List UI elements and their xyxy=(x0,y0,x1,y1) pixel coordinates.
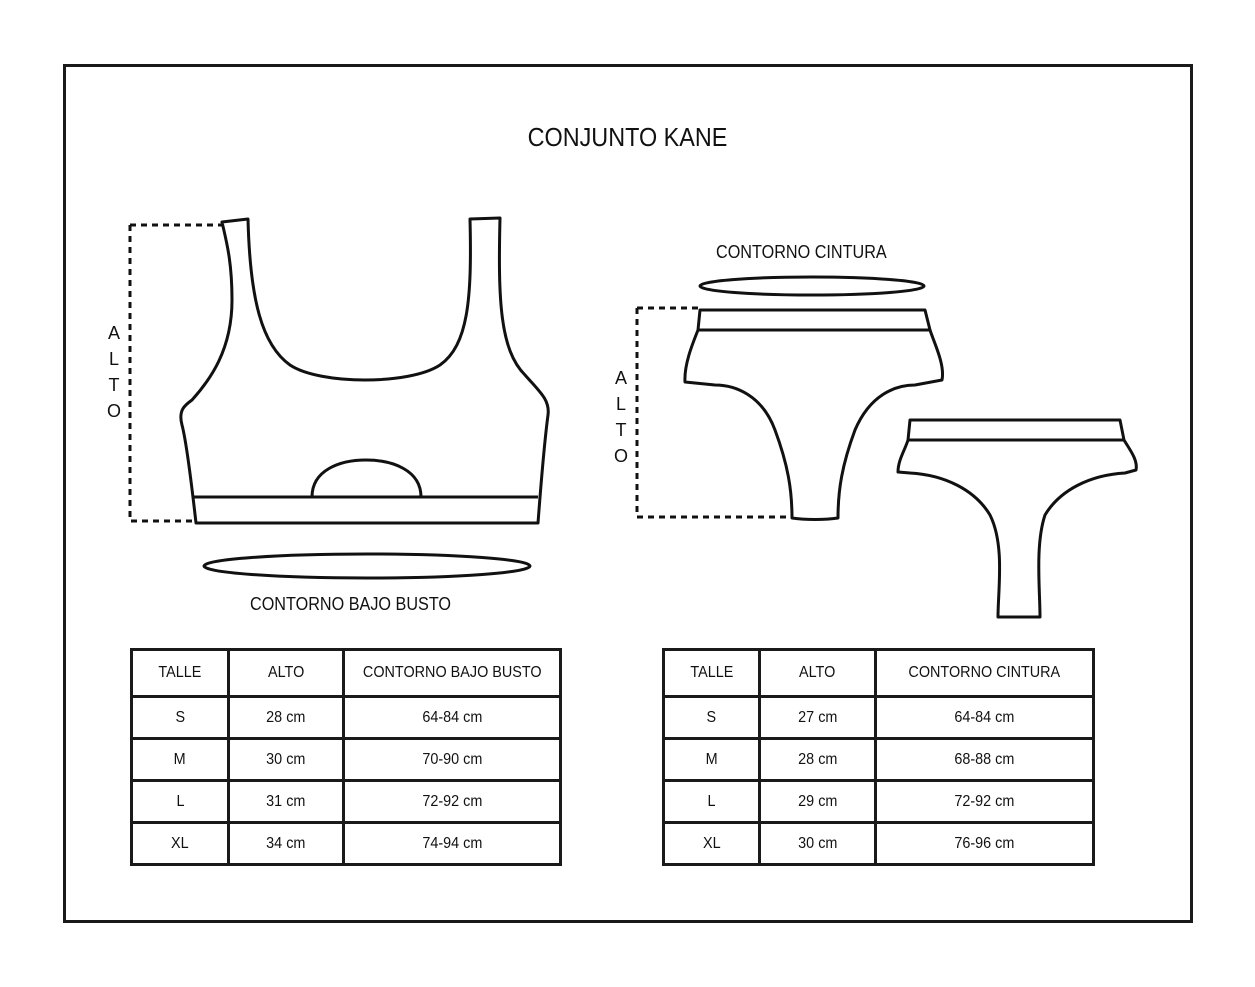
table-cell: 28 cm xyxy=(758,737,877,782)
thong-illustration xyxy=(896,418,1138,619)
cell-text: L xyxy=(175,792,185,810)
cell-text: ALTO xyxy=(267,664,305,681)
cell-text: 64-84 cm xyxy=(421,708,483,726)
cell-text: 29 cm xyxy=(797,792,838,810)
cell-text: CONTORNO CINTURA xyxy=(908,664,1061,681)
table-cell: 68-88 cm xyxy=(874,737,1095,782)
table-cell: 28 cm xyxy=(227,695,345,740)
table-header-row: TALLE ALTO CONTORNO CINTURA xyxy=(662,648,1095,698)
table-cell: 29 cm xyxy=(758,779,877,824)
table-header-cell: ALTO xyxy=(227,648,345,698)
table-cell: 27 cm xyxy=(758,695,877,740)
table-cell: 64-84 cm xyxy=(342,695,562,740)
cell-text: 74-94 cm xyxy=(421,834,483,852)
cell-text: XL xyxy=(171,834,189,852)
table-header-cell: ALTO xyxy=(758,648,877,698)
table-cell: XL xyxy=(662,821,761,866)
cell-text: S xyxy=(175,708,185,726)
cell-text: 72-92 cm xyxy=(421,792,483,810)
table-cell: L xyxy=(130,779,230,824)
waist-ellipse xyxy=(698,275,926,297)
brief-illustration xyxy=(635,275,945,521)
table-header-cell: TALLE xyxy=(130,648,230,698)
table-row: XL 34 cm 74-94 cm xyxy=(130,821,562,866)
table-row: S 28 cm 64-84 cm xyxy=(130,695,562,740)
bra-top-illustration xyxy=(128,216,550,580)
table-cell: S xyxy=(130,695,230,740)
cell-text: ALTO xyxy=(799,664,836,681)
cell-text: 30 cm xyxy=(797,834,838,852)
underbust-ellipse xyxy=(202,552,532,580)
page-title: CONJUNTO KANE xyxy=(527,122,728,152)
table-row: S 27 cm 64-84 cm xyxy=(662,695,1095,740)
cell-text: L xyxy=(707,792,716,810)
height-dimension-line xyxy=(128,223,222,523)
table-cell: M xyxy=(130,737,230,782)
table-cell: L xyxy=(662,779,761,824)
top-size-table: TALLE ALTO CONTORNO BAJO BUSTO S 28 cm 64-84 … xyxy=(130,648,562,866)
cell-text: M xyxy=(705,750,718,768)
cell-text: S xyxy=(706,708,717,726)
table-cell: XL xyxy=(130,821,230,866)
cell-text: 27 cm xyxy=(797,708,838,726)
table-row: L 31 cm 72-92 cm xyxy=(130,779,562,824)
cell-text: 34 cm xyxy=(266,834,306,852)
table-cell: 31 cm xyxy=(227,779,345,824)
table-header-cell: CONTORNO BAJO BUSTO xyxy=(342,648,562,698)
cell-text: 68-88 cm xyxy=(954,750,1015,768)
cell-text: 70-90 cm xyxy=(421,750,483,768)
cell-text: 28 cm xyxy=(797,750,838,768)
table-row: L 29 cm 72-92 cm xyxy=(662,779,1095,824)
cell-text: 76-96 cm xyxy=(954,834,1015,852)
chart-frame xyxy=(63,64,1193,923)
bottom-size-table: TALLE ALTO CONTORNO CINTURA S 27 cm 64-84 cm M… xyxy=(662,648,1095,866)
waist-label: CONTORNO CINTURA xyxy=(716,242,887,262)
table-row: M 30 cm 70-90 cm xyxy=(130,737,562,782)
table-cell: 76-96 cm xyxy=(874,821,1095,866)
table-cell: 72-92 cm xyxy=(342,779,562,824)
table-cell: 34 cm xyxy=(227,821,345,866)
cell-text: 72-92 cm xyxy=(954,792,1015,810)
table-cell: M xyxy=(662,737,761,782)
cell-text: CONTORNO BAJO BUSTO xyxy=(362,664,542,681)
table-cell: 72-92 cm xyxy=(874,779,1095,824)
underbust-label: CONTORNO BAJO BUSTO xyxy=(250,594,452,614)
cell-text: XL xyxy=(702,834,721,852)
cell-text: 64-84 cm xyxy=(954,708,1015,726)
height-dimension-line xyxy=(635,306,792,519)
table-cell: 64-84 cm xyxy=(874,695,1095,740)
cell-text: M xyxy=(173,750,186,768)
cell-text: 30 cm xyxy=(266,750,306,768)
table-cell: 70-90 cm xyxy=(342,737,562,782)
table-cell: 30 cm xyxy=(227,737,345,782)
table-row: XL 30 cm 76-96 cm xyxy=(662,821,1095,866)
cell-text: 31 cm xyxy=(266,792,306,810)
table-cell: 30 cm xyxy=(758,821,877,866)
cell-text: TALLE xyxy=(690,664,733,681)
cell-text: 28 cm xyxy=(266,708,306,726)
table-cell: S xyxy=(662,695,761,740)
cell-text: TALLE xyxy=(158,664,202,681)
table-header-cell: CONTORNO CINTURA xyxy=(874,648,1095,698)
table-header-row: TALLE ALTO CONTORNO BAJO BUSTO xyxy=(130,648,562,698)
table-cell: 74-94 cm xyxy=(342,821,562,866)
table-header-cell: TALLE xyxy=(662,648,761,698)
table-row: M 28 cm 68-88 cm xyxy=(662,737,1095,782)
